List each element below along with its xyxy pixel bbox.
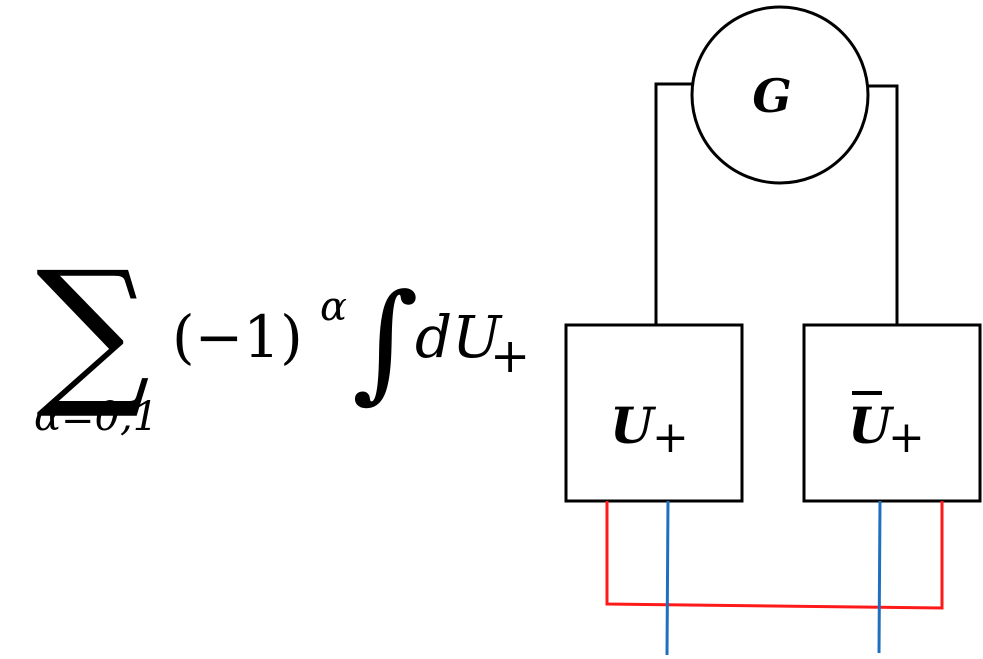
box-u-bar-plus-label: U <box>848 396 895 455</box>
black-wires <box>654 82 899 325</box>
box-u-plus-subscript: + <box>652 412 689 463</box>
box-u-bar-plus-subscript: + <box>888 412 925 463</box>
sign-factor-exponent: α <box>320 284 347 330</box>
integral-symbol: ∫ <box>352 267 419 416</box>
sum-symbol: ∑ <box>36 236 150 423</box>
g-circle <box>690 5 870 185</box>
box-u-plus-label: U <box>610 396 657 455</box>
g-label: G <box>752 69 791 123</box>
box-u-bar-plus: U + <box>802 323 982 503</box>
sum-subscript: α=0,1 <box>34 394 158 440</box>
box-u-bar-plus-frame <box>802 323 982 503</box>
blue-wires <box>665 500 882 656</box>
red-wire <box>605 501 944 610</box>
wire-g-to-right-box <box>868 84 899 325</box>
sign-factor: (−1) <box>172 303 303 371</box>
blue-wire-right <box>877 500 882 654</box>
measure-term: dU <box>415 303 503 371</box>
box-u-plus: U + <box>564 323 744 503</box>
formula: ∑ α=0,1 (−1) α ∫ dU + <box>34 236 530 440</box>
blue-wire-left <box>665 500 670 656</box>
box-u-plus-frame <box>564 323 744 503</box>
measure-subscript: + <box>490 328 530 384</box>
g-node: G <box>690 5 870 185</box>
wire-g-to-left-box <box>654 82 694 325</box>
